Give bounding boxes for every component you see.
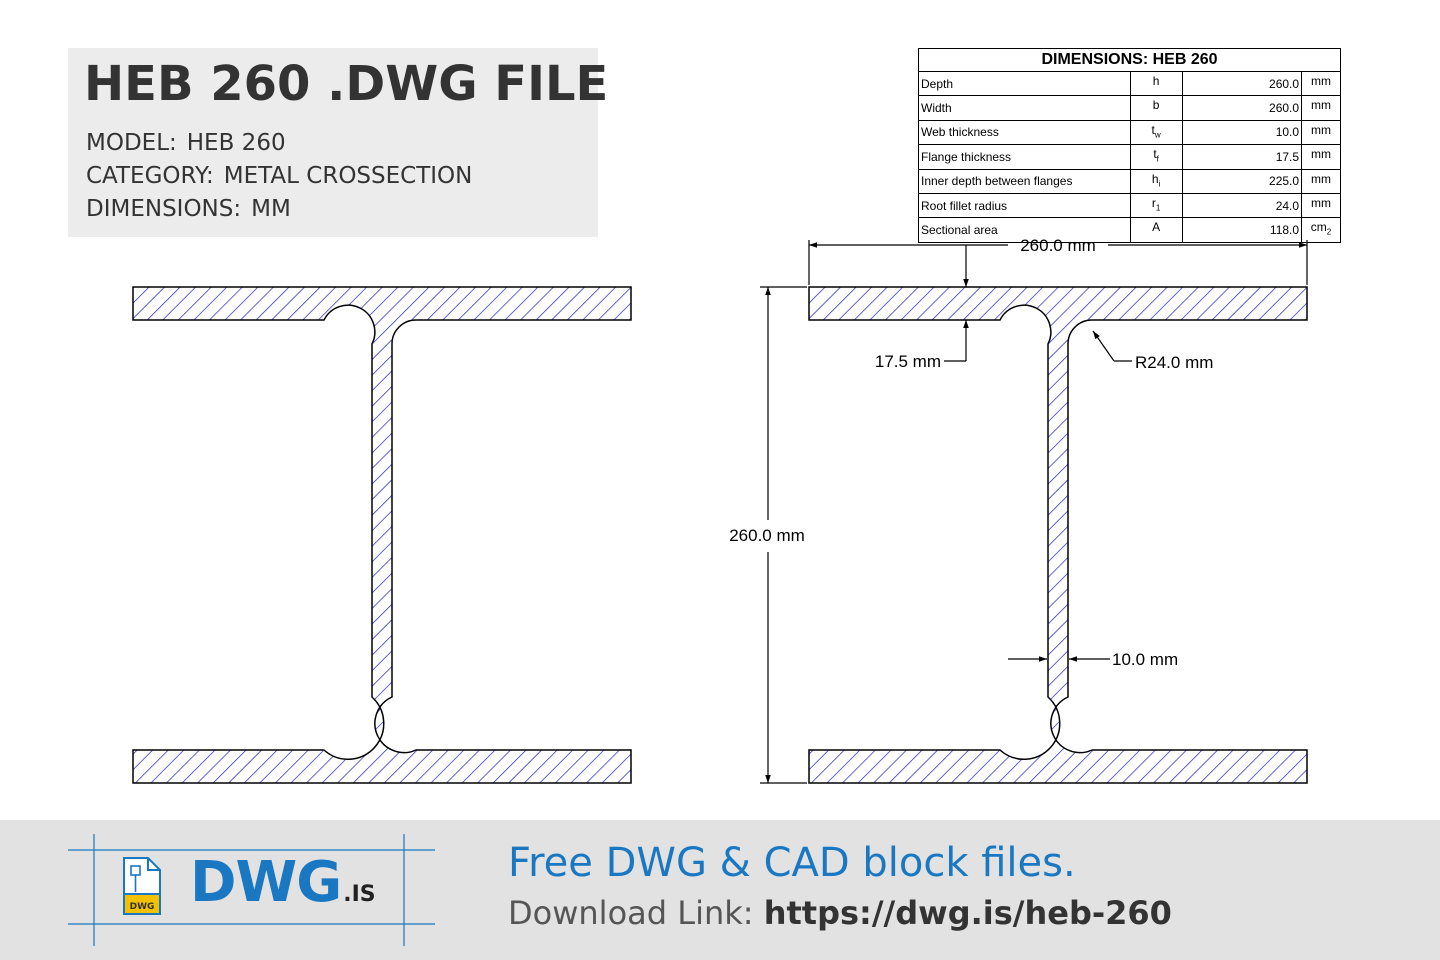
logo-wordmark: DWG.IS bbox=[190, 850, 376, 915]
download-link[interactable]: https://dwg.is/heb-260 bbox=[763, 894, 1172, 932]
row-symbol: tf bbox=[1129, 144, 1183, 170]
row-unit: mm bbox=[1301, 144, 1341, 170]
download-line: Download Link: https://dwg.is/heb-260 bbox=[508, 894, 1172, 932]
row-symbol: h bbox=[1129, 70, 1183, 97]
row-unit: mm bbox=[1301, 95, 1341, 121]
model-line: MODEL: HEB 260 bbox=[86, 130, 286, 156]
dimensions-value: MM bbox=[251, 196, 291, 222]
dimensions-line: DIMENSIONS: MM bbox=[86, 196, 291, 222]
beam-section-left bbox=[132, 286, 632, 784]
logo-tld: .IS bbox=[343, 882, 376, 907]
dwg-file-icon: DWG bbox=[123, 857, 161, 915]
height-label: 260.0 mm bbox=[729, 526, 805, 545]
category-line: CATEGORY: METAL CROSSECTION bbox=[86, 163, 472, 189]
row-unit: mm bbox=[1301, 168, 1341, 194]
logo-frame: DWG bbox=[68, 834, 435, 946]
drawing-canvas: 260.0 mm 260.0 mm 17.5 mm R24.0 mm 10.0 … bbox=[132, 236, 1308, 784]
row-unit: mm bbox=[1301, 192, 1341, 219]
category-value: METAL CROSSECTION bbox=[223, 163, 473, 189]
web-label: 10.0 mm bbox=[1112, 650, 1178, 669]
dimensions-label: DIMENSIONS: bbox=[86, 196, 242, 222]
row-value: 260.0 bbox=[1181, 95, 1303, 121]
page-title: HEB 260 .DWG FILE bbox=[84, 56, 609, 112]
logo-main: DWG bbox=[190, 850, 342, 915]
row-unit: mm bbox=[1301, 119, 1341, 146]
row-value: 118.0 bbox=[1181, 217, 1303, 243]
dimension-radius bbox=[1092, 330, 1132, 362]
row-symbol: r1 bbox=[1129, 192, 1183, 219]
dimension-width bbox=[808, 240, 1308, 287]
flange-label: 17.5 mm bbox=[875, 352, 941, 371]
row-value: 24.0 bbox=[1181, 192, 1303, 219]
row-value: 17.5 bbox=[1181, 144, 1303, 170]
row-value: 260.0 bbox=[1181, 70, 1303, 97]
row-symbol: tw bbox=[1129, 119, 1183, 146]
row-name: Width bbox=[918, 95, 1131, 121]
footer-bar: DWG DWG.IS Free DWG & CAD block files. D… bbox=[0, 820, 1440, 960]
icon-badge-label: DWG bbox=[130, 902, 155, 912]
title-panel: HEB 260 .DWG FILE MODEL: HEB 260 CATEGORY… bbox=[68, 48, 608, 237]
model-label: MODEL: bbox=[86, 130, 177, 156]
dimension-height bbox=[760, 286, 807, 784]
row-unit: mm bbox=[1301, 70, 1341, 97]
row-name: Sectional area bbox=[918, 217, 1131, 243]
row-name: Depth bbox=[918, 70, 1131, 97]
download-label: Download Link: bbox=[508, 894, 754, 932]
footer-tagline: Free DWG & CAD block files. bbox=[508, 840, 1076, 886]
row-symbol: b bbox=[1129, 95, 1183, 121]
row-name: Web thickness bbox=[918, 119, 1131, 146]
dimension-flange bbox=[944, 320, 969, 362]
width-label: 260.0 mm bbox=[1020, 236, 1096, 255]
row-symbol: A bbox=[1129, 217, 1183, 243]
row-value: 10.0 bbox=[1181, 119, 1303, 146]
category-label: CATEGORY: bbox=[86, 163, 214, 189]
radius-label: R24.0 mm bbox=[1135, 353, 1213, 372]
row-unit: cm2 bbox=[1301, 217, 1341, 243]
row-symbol: hi bbox=[1129, 168, 1183, 194]
model-value: HEB 260 bbox=[186, 130, 286, 156]
row-name: Inner depth between flanges bbox=[918, 168, 1131, 194]
